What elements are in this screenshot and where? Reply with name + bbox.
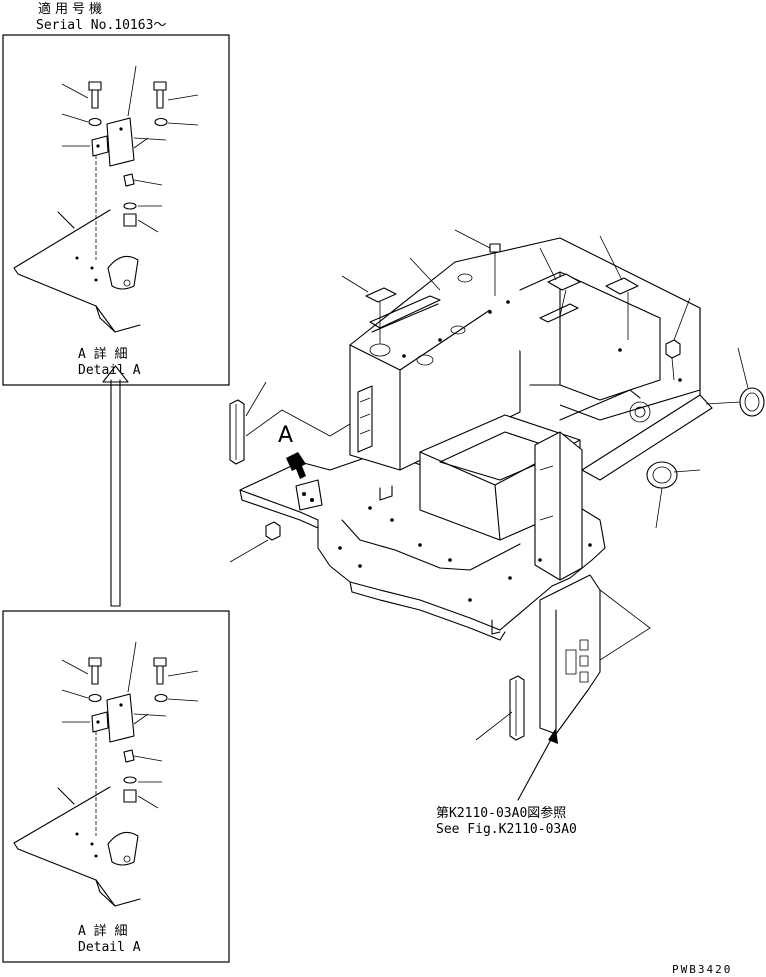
detail-top-title-en: Detail A xyxy=(78,363,141,378)
detail-top-frame xyxy=(2,34,230,386)
side-pad-left xyxy=(229,399,245,465)
side-pad-bottom xyxy=(509,675,525,741)
washer-left-b xyxy=(88,693,102,703)
reference-label-en: See Fig.K2110-03A0 xyxy=(436,822,577,837)
serial-number-label: Serial No.10163～ xyxy=(36,18,167,33)
bracket-plate xyxy=(106,117,135,167)
washer-left xyxy=(88,117,102,127)
lower-washer-b xyxy=(123,776,137,784)
ring-lower xyxy=(646,461,678,489)
bolt-left xyxy=(88,81,102,109)
washer-right xyxy=(154,117,168,127)
detail-top-assembly xyxy=(13,65,199,333)
plug-right xyxy=(665,339,681,359)
bracket-plate-b xyxy=(106,693,135,743)
ring-upper xyxy=(739,387,765,417)
mount-holes xyxy=(338,300,682,602)
reference-label-jp: 第K2110-03A0図参照 xyxy=(436,806,567,821)
bolt-left-b xyxy=(88,657,102,685)
detail-bottom-assembly xyxy=(13,641,199,907)
bolt-right-b xyxy=(153,657,167,685)
side-cover xyxy=(539,574,601,735)
washer-right-b xyxy=(154,693,168,703)
detail-bottom-title-en: Detail A xyxy=(78,940,141,955)
applicable-serial-label-jp: 適用号機 xyxy=(38,2,107,17)
view-a-arrow xyxy=(286,452,306,479)
view-arrow xyxy=(102,365,129,607)
lower-washer xyxy=(123,202,137,210)
bolt-right xyxy=(153,81,167,109)
nut xyxy=(123,213,137,227)
cap-top xyxy=(489,243,501,253)
top-pad-2 xyxy=(547,273,581,291)
top-pad-1 xyxy=(365,287,397,303)
rear-pillar xyxy=(534,431,583,581)
detail-bottom-frame xyxy=(2,610,230,963)
nut-b xyxy=(123,789,137,803)
main-frame-assembly xyxy=(239,237,713,641)
drawing-code: PWB3420 xyxy=(672,963,733,976)
top-pad-3 xyxy=(605,277,639,295)
plug-left xyxy=(265,521,281,541)
clip xyxy=(123,173,135,187)
loose-parts xyxy=(229,229,765,801)
detail-bottom-title-jp: A 詳 細 xyxy=(78,924,128,939)
clip-b xyxy=(123,749,135,763)
view-marker-a: A xyxy=(278,423,294,448)
detail-top-title-jp: A 詳 細 xyxy=(78,347,128,362)
